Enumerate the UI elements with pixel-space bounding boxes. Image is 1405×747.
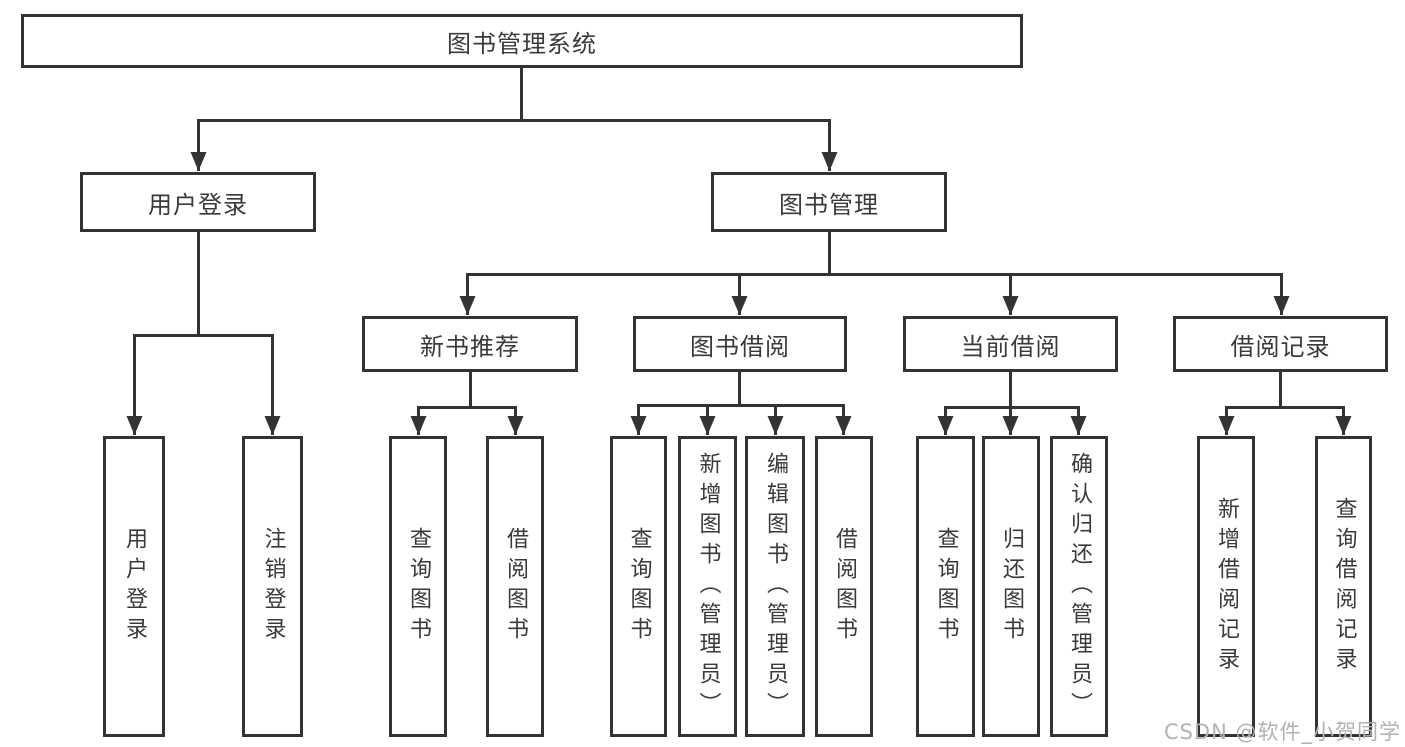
node-system-root: 图书管理系统	[21, 14, 1023, 68]
node-label: 归还图书	[999, 526, 1024, 647]
node-label: 新增图书（管理员）	[695, 451, 721, 722]
node-current-borrow: 当前借阅	[903, 316, 1118, 372]
connector-current-borrow-trunk	[945, 371, 1079, 409]
leaf-br-query-record: 查询借阅记录	[1315, 436, 1372, 737]
node-label: 新增借阅记录	[1214, 496, 1239, 677]
node-label: 注销登录	[260, 526, 286, 647]
connector-user-login-trunk	[134, 231, 273, 337]
node-label: 图书管理	[779, 190, 879, 219]
node-label: 图书借阅	[690, 332, 790, 361]
node-label: 借阅图书	[832, 526, 857, 647]
connector-book-management-trunk	[467, 231, 1282, 276]
node-new-book-recommend: 新书推荐	[362, 316, 578, 372]
connector-new-book-recommend-trunk	[418, 371, 516, 409]
node-label: 用户登录	[148, 190, 248, 219]
node-book-management: 图书管理	[711, 172, 947, 232]
leaf-nbr-borrow-books: 借阅图书	[486, 436, 544, 737]
node-user-login: 用户登录	[80, 172, 316, 232]
node-label: 查询图书	[933, 526, 959, 647]
leaf-bb-query-books: 查询图书	[610, 436, 667, 737]
csdn-watermark: CSDN @软件_小贺同学	[1163, 720, 1401, 744]
leaf-logout: 注销登录	[242, 436, 303, 737]
node-borrow-records: 借阅记录	[1173, 316, 1388, 372]
leaf-bb-edit-books-admin: 编辑图书（管理员）	[745, 436, 805, 737]
leaf-user-login: 用户登录	[103, 436, 165, 737]
node-label: 用户登录	[122, 526, 147, 647]
leaf-bb-add-books-admin: 新增图书（管理员）	[678, 436, 737, 737]
leaf-cb-query-books: 查询图书	[916, 436, 975, 737]
leaf-br-add-record: 新增借阅记录	[1197, 436, 1255, 737]
leaf-nbr-query-books: 查询图书	[389, 436, 447, 737]
leaf-cb-return-books: 归还图书	[982, 436, 1040, 737]
node-label: 查询借阅记录	[1331, 496, 1357, 677]
node-label: 图书管理系统	[447, 29, 597, 58]
connector-root-trunk	[198, 67, 830, 122]
node-label: 当前借阅	[960, 332, 1061, 361]
node-label: 查询图书	[626, 526, 652, 647]
node-book-borrow: 图书借阅	[633, 316, 847, 372]
node-label: 编辑图书（管理员）	[763, 451, 788, 722]
node-label: 新书推荐	[420, 332, 520, 361]
node-label: 查询图书	[406, 526, 431, 647]
node-label: 确认归还（管理员）	[1067, 451, 1092, 722]
connector-book-borrow-trunk	[638, 371, 844, 407]
node-label: 借阅图书	[503, 526, 528, 647]
connector-borrow-records-trunk	[1226, 371, 1344, 409]
leaf-bb-borrow-books: 借阅图书	[815, 436, 873, 737]
leaf-cb-confirm-return-admin: 确认归还（管理员）	[1050, 436, 1108, 737]
node-label: 借阅记录	[1230, 332, 1331, 361]
